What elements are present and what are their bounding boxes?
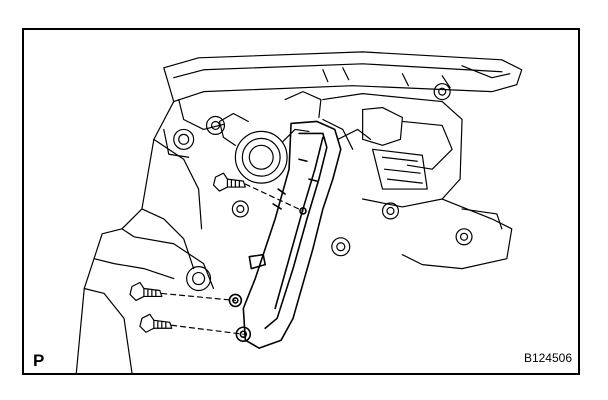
- bolt-middle: [129, 281, 163, 302]
- bracket: [228, 120, 342, 349]
- installation-guide-lines: [161, 183, 304, 335]
- bolt-upper: [212, 172, 246, 192]
- view-letter-label: P: [33, 351, 45, 370]
- illustration-frame: P B124506: [22, 28, 580, 375]
- bolt-lower: [139, 313, 173, 333]
- bulb-socket: [218, 112, 310, 184]
- figure-code-label: B124506: [523, 351, 572, 365]
- right-mechanism: [284, 91, 513, 270]
- housing-top-rim: [163, 51, 523, 103]
- technical-illustration: [75, 51, 523, 373]
- mounting-bosses: [173, 83, 473, 292]
- housing-left-body: [75, 98, 225, 373]
